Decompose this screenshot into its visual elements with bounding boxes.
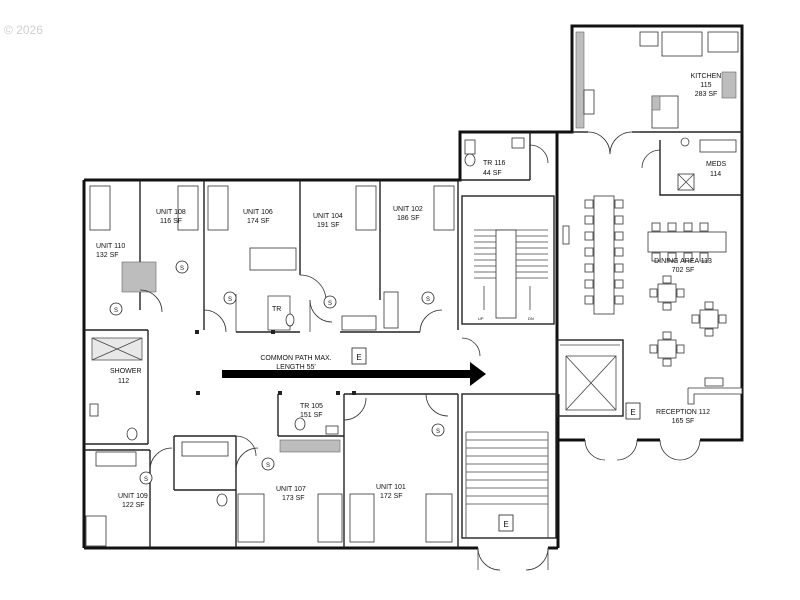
shower-number: 112: [118, 378, 129, 385]
detector-symbol: S: [421, 291, 435, 305]
common-path: COMMON PATH MAX. LENGTH 55' E: [222, 347, 486, 386]
smoke-detectors: S S S S S S S S: [109, 260, 445, 485]
meds-label: MEDS: [706, 161, 727, 168]
elevator: [556, 339, 624, 417]
svg-text:S: S: [328, 301, 332, 307]
reception-room: E RECEPTION 112 165 SF: [584, 377, 743, 461]
kitchen-area: 283 SF: [695, 91, 718, 98]
tr116-room: TR 116 44 SF: [460, 132, 549, 181]
tr116-label: TR 116: [483, 160, 506, 167]
tr116-area: 44 SF: [483, 170, 502, 177]
kitchen-number: 115: [700, 82, 711, 89]
unit109-label: UNIT 109: [118, 493, 148, 500]
corridor-posts: [195, 330, 356, 395]
common-path-line2: LENGTH 55': [276, 364, 315, 371]
detector-symbol: S: [139, 471, 153, 485]
reception-area: 165 SF: [672, 418, 695, 425]
stair-exit-marker: E: [503, 520, 508, 529]
detector-symbol: S: [261, 457, 275, 471]
stair-up-label: UP: [478, 316, 484, 321]
common-path-line1: COMMON PATH MAX.: [260, 355, 331, 362]
dining-area: 702 SF: [672, 267, 695, 274]
shower-label: SHOWER: [110, 368, 142, 375]
unit107-label: UNIT 107: [276, 486, 306, 493]
unit108-label: UNIT 108: [156, 209, 186, 216]
kitchen-room: KITCHEN 115 283 SF: [572, 31, 742, 155]
dining-room: DINING AREA 113 702 SF: [562, 195, 727, 367]
unit106-area: 174 SF: [247, 218, 270, 225]
unit101-label: UNIT 101: [376, 484, 406, 491]
unit104-label: UNIT 104: [313, 213, 343, 220]
unit107-area: 173 SF: [282, 495, 305, 502]
reception-label: RECEPTION 112: [656, 409, 710, 416]
svg-text:S: S: [228, 297, 232, 303]
tr105-label: TR 105: [300, 403, 323, 410]
detector-symbol: S: [109, 302, 123, 316]
unit104-area: 191 SF: [317, 222, 340, 229]
upper-stair: UP DN: [461, 195, 555, 357]
bottom-units: TR 105 151 SF UNIT 109 122 SF UNIT 107 1…: [84, 393, 459, 548]
svg-text:S: S: [426, 297, 430, 303]
tr-small-label: TR: [272, 306, 281, 313]
reception-exit-marker: E: [630, 408, 635, 417]
unit108-area: 116 SF: [160, 218, 182, 225]
watermark: © 2026: [4, 23, 43, 37]
stair-dn-label: DN: [528, 316, 534, 321]
unit110-and-shower: UNIT 110 132 SF SHOWER 112: [84, 243, 149, 445]
unit106-label: UNIT 106: [243, 209, 273, 216]
lower-stair: E: [461, 393, 557, 571]
svg-text:S: S: [114, 308, 118, 314]
svg-text:S: S: [266, 463, 270, 469]
detector-symbol: S: [323, 295, 337, 309]
unit110-area: 132 SF: [96, 252, 119, 259]
top-units: TR UNIT 108 116 SF UNIT 106 174 SF UNIT …: [89, 180, 459, 333]
detector-symbol: S: [223, 291, 237, 305]
meds-room: MEDS 114: [641, 139, 742, 196]
exterior-walls: [82, 24, 744, 550]
svg-text:S: S: [144, 477, 148, 483]
dining-label: DINING AREA 113: [654, 258, 712, 265]
unit109-area: 122 SF: [122, 502, 145, 509]
kitchen-label: KITCHEN: [691, 73, 722, 80]
meds-number: 114: [710, 171, 721, 178]
unit110-label: UNIT 110: [96, 243, 125, 250]
unit102-label: UNIT 102: [393, 206, 423, 213]
corridor-exit-marker: E: [356, 353, 361, 362]
tr105-area: 151 SF: [300, 412, 323, 419]
unit101-area: 172 SF: [380, 493, 403, 500]
detector-symbol: S: [431, 423, 445, 437]
detector-symbol: S: [175, 260, 189, 274]
svg-text:S: S: [180, 266, 184, 272]
svg-text:S: S: [436, 429, 440, 435]
unit102-area: 186 SF: [397, 215, 420, 222]
